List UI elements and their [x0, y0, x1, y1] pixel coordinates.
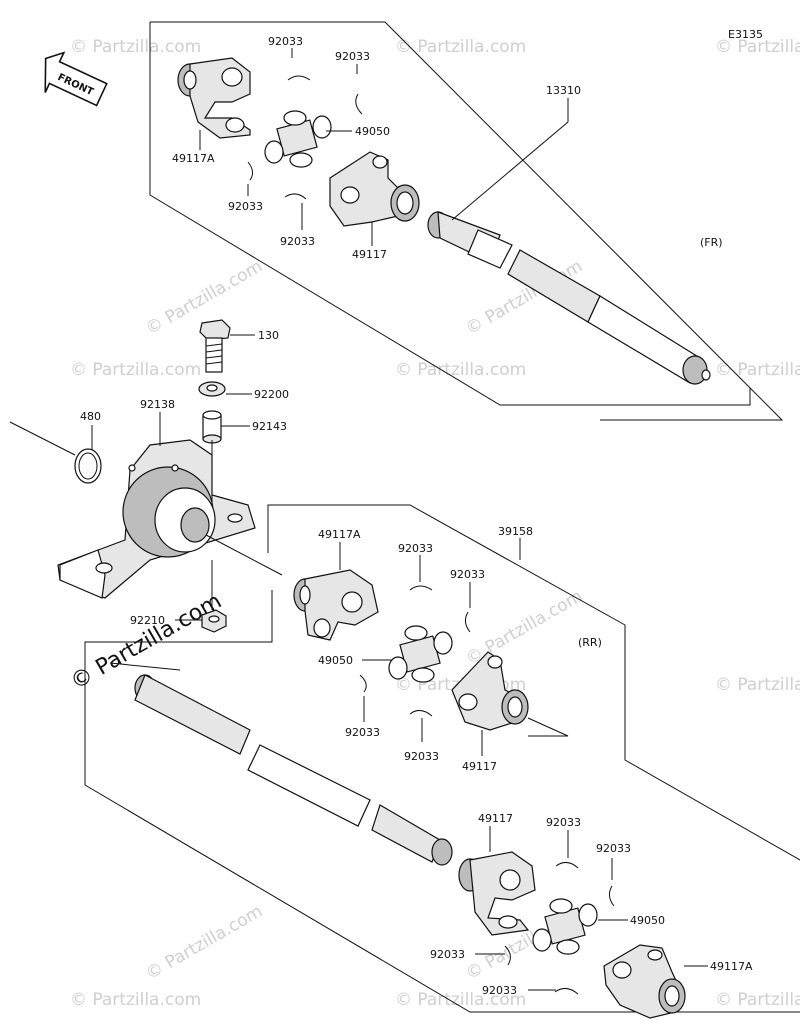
label-92210: 92210 — [130, 614, 165, 627]
yoke-49117a — [603, 944, 686, 1019]
watermark: © Partzilla.com — [70, 990, 201, 1010]
label-49050: 49050 — [318, 654, 353, 667]
rear-group-frame — [267, 504, 800, 861]
label-49117a: 49117A — [172, 152, 215, 165]
clip-92033 — [554, 988, 579, 995]
watermark: © Partzilla.com — [70, 360, 201, 380]
watermark: © Partzilla.com — [395, 37, 526, 57]
watermark: © Partzilla.com — [395, 990, 526, 1010]
label-49117: 49117 — [462, 760, 497, 773]
ring-480-inner — [78, 452, 98, 480]
clip-92033 — [409, 710, 433, 717]
label-92033: 92033 — [280, 235, 315, 248]
label-92033: 92033 — [596, 842, 631, 855]
front-group-frame — [149, 22, 751, 406]
label-92033: 92033 — [228, 200, 263, 213]
label-92033: 92033 — [404, 750, 439, 763]
yoke-49117a — [293, 569, 379, 641]
yoke-49117 — [451, 651, 529, 731]
center-bearing-assembly: 130 92200 92143 480 92138 92210 — [9, 319, 289, 633]
clip-92033 — [504, 945, 511, 966]
yoke-49117 — [458, 851, 536, 936]
watermark: © Partzilla.com — [715, 360, 800, 380]
clip-92033 — [287, 75, 311, 81]
rear-shaft-group: 49117A 92033 92033 49050 92033 92033 491… — [84, 504, 800, 1019]
clip-92033 — [555, 862, 579, 869]
label-92033: 92033 — [335, 50, 370, 63]
clip-92033 — [247, 161, 254, 181]
clip-92033 — [409, 585, 433, 591]
front-drive-shaft — [427, 211, 711, 385]
watermark: © Partzilla.com — [70, 37, 201, 57]
label-92033: 92033 — [268, 35, 303, 48]
label-480: 480 — [80, 410, 101, 423]
collar-92143 — [202, 410, 222, 444]
spider-49050 — [388, 625, 453, 683]
yoke-49117 — [329, 151, 420, 227]
clip-92033 — [608, 885, 615, 907]
front-shaft-group: 92033 92033 49050 49117A 92033 92033 491… — [149, 21, 784, 421]
label-130: 130 — [258, 329, 279, 342]
clip-92033 — [284, 193, 307, 200]
position-rr: (RR) — [578, 636, 602, 649]
label-92033: 92033 — [345, 726, 380, 739]
label-13310: 13310 — [546, 84, 581, 97]
watermark: © Partzilla.com — [715, 990, 800, 1010]
watermark: © Partzilla.com — [715, 37, 800, 57]
label-49117: 49117 — [352, 248, 387, 261]
washer-92200 — [198, 381, 226, 397]
label-92033: 92033 — [398, 542, 433, 555]
label-92033: 92033 — [546, 816, 581, 829]
label-92033: 92033 — [430, 948, 465, 961]
clip-92033 — [355, 93, 363, 115]
label-49050: 49050 — [630, 914, 665, 927]
watermark: © Partzilla.com — [463, 586, 587, 669]
spider-49050 — [264, 110, 332, 168]
diagram-code: E3135 — [728, 28, 763, 41]
yoke-49117a — [177, 57, 251, 139]
watermark: © Partzilla.com — [715, 675, 800, 695]
watermark: © Partzilla.com — [395, 360, 526, 380]
label-92143: 92143 — [252, 420, 287, 433]
clip-92033 — [464, 611, 471, 633]
nut-92210 — [201, 609, 227, 633]
label-92033: 92033 — [482, 984, 517, 997]
label-49117: 49117 — [478, 812, 513, 825]
label-49050: 49050 — [355, 125, 390, 138]
label-92200: 92200 — [254, 388, 289, 401]
bolt-130 — [199, 319, 231, 373]
label-49117a: 49117A — [710, 960, 753, 973]
front-group-frame — [150, 21, 784, 421]
label-39158: 39158 — [498, 525, 533, 538]
spider-49050 — [532, 898, 598, 955]
label-49117a: 49117A — [318, 528, 361, 541]
clip-92033 — [359, 674, 367, 693]
label-92138: 92138 — [140, 398, 175, 411]
rear-group-frame — [84, 590, 800, 1013]
label-92033: 92033 — [450, 568, 485, 581]
position-fr: (FR) — [700, 236, 723, 249]
rear-drive-shaft — [134, 674, 453, 866]
watermark: © Partzilla.com — [143, 901, 267, 984]
